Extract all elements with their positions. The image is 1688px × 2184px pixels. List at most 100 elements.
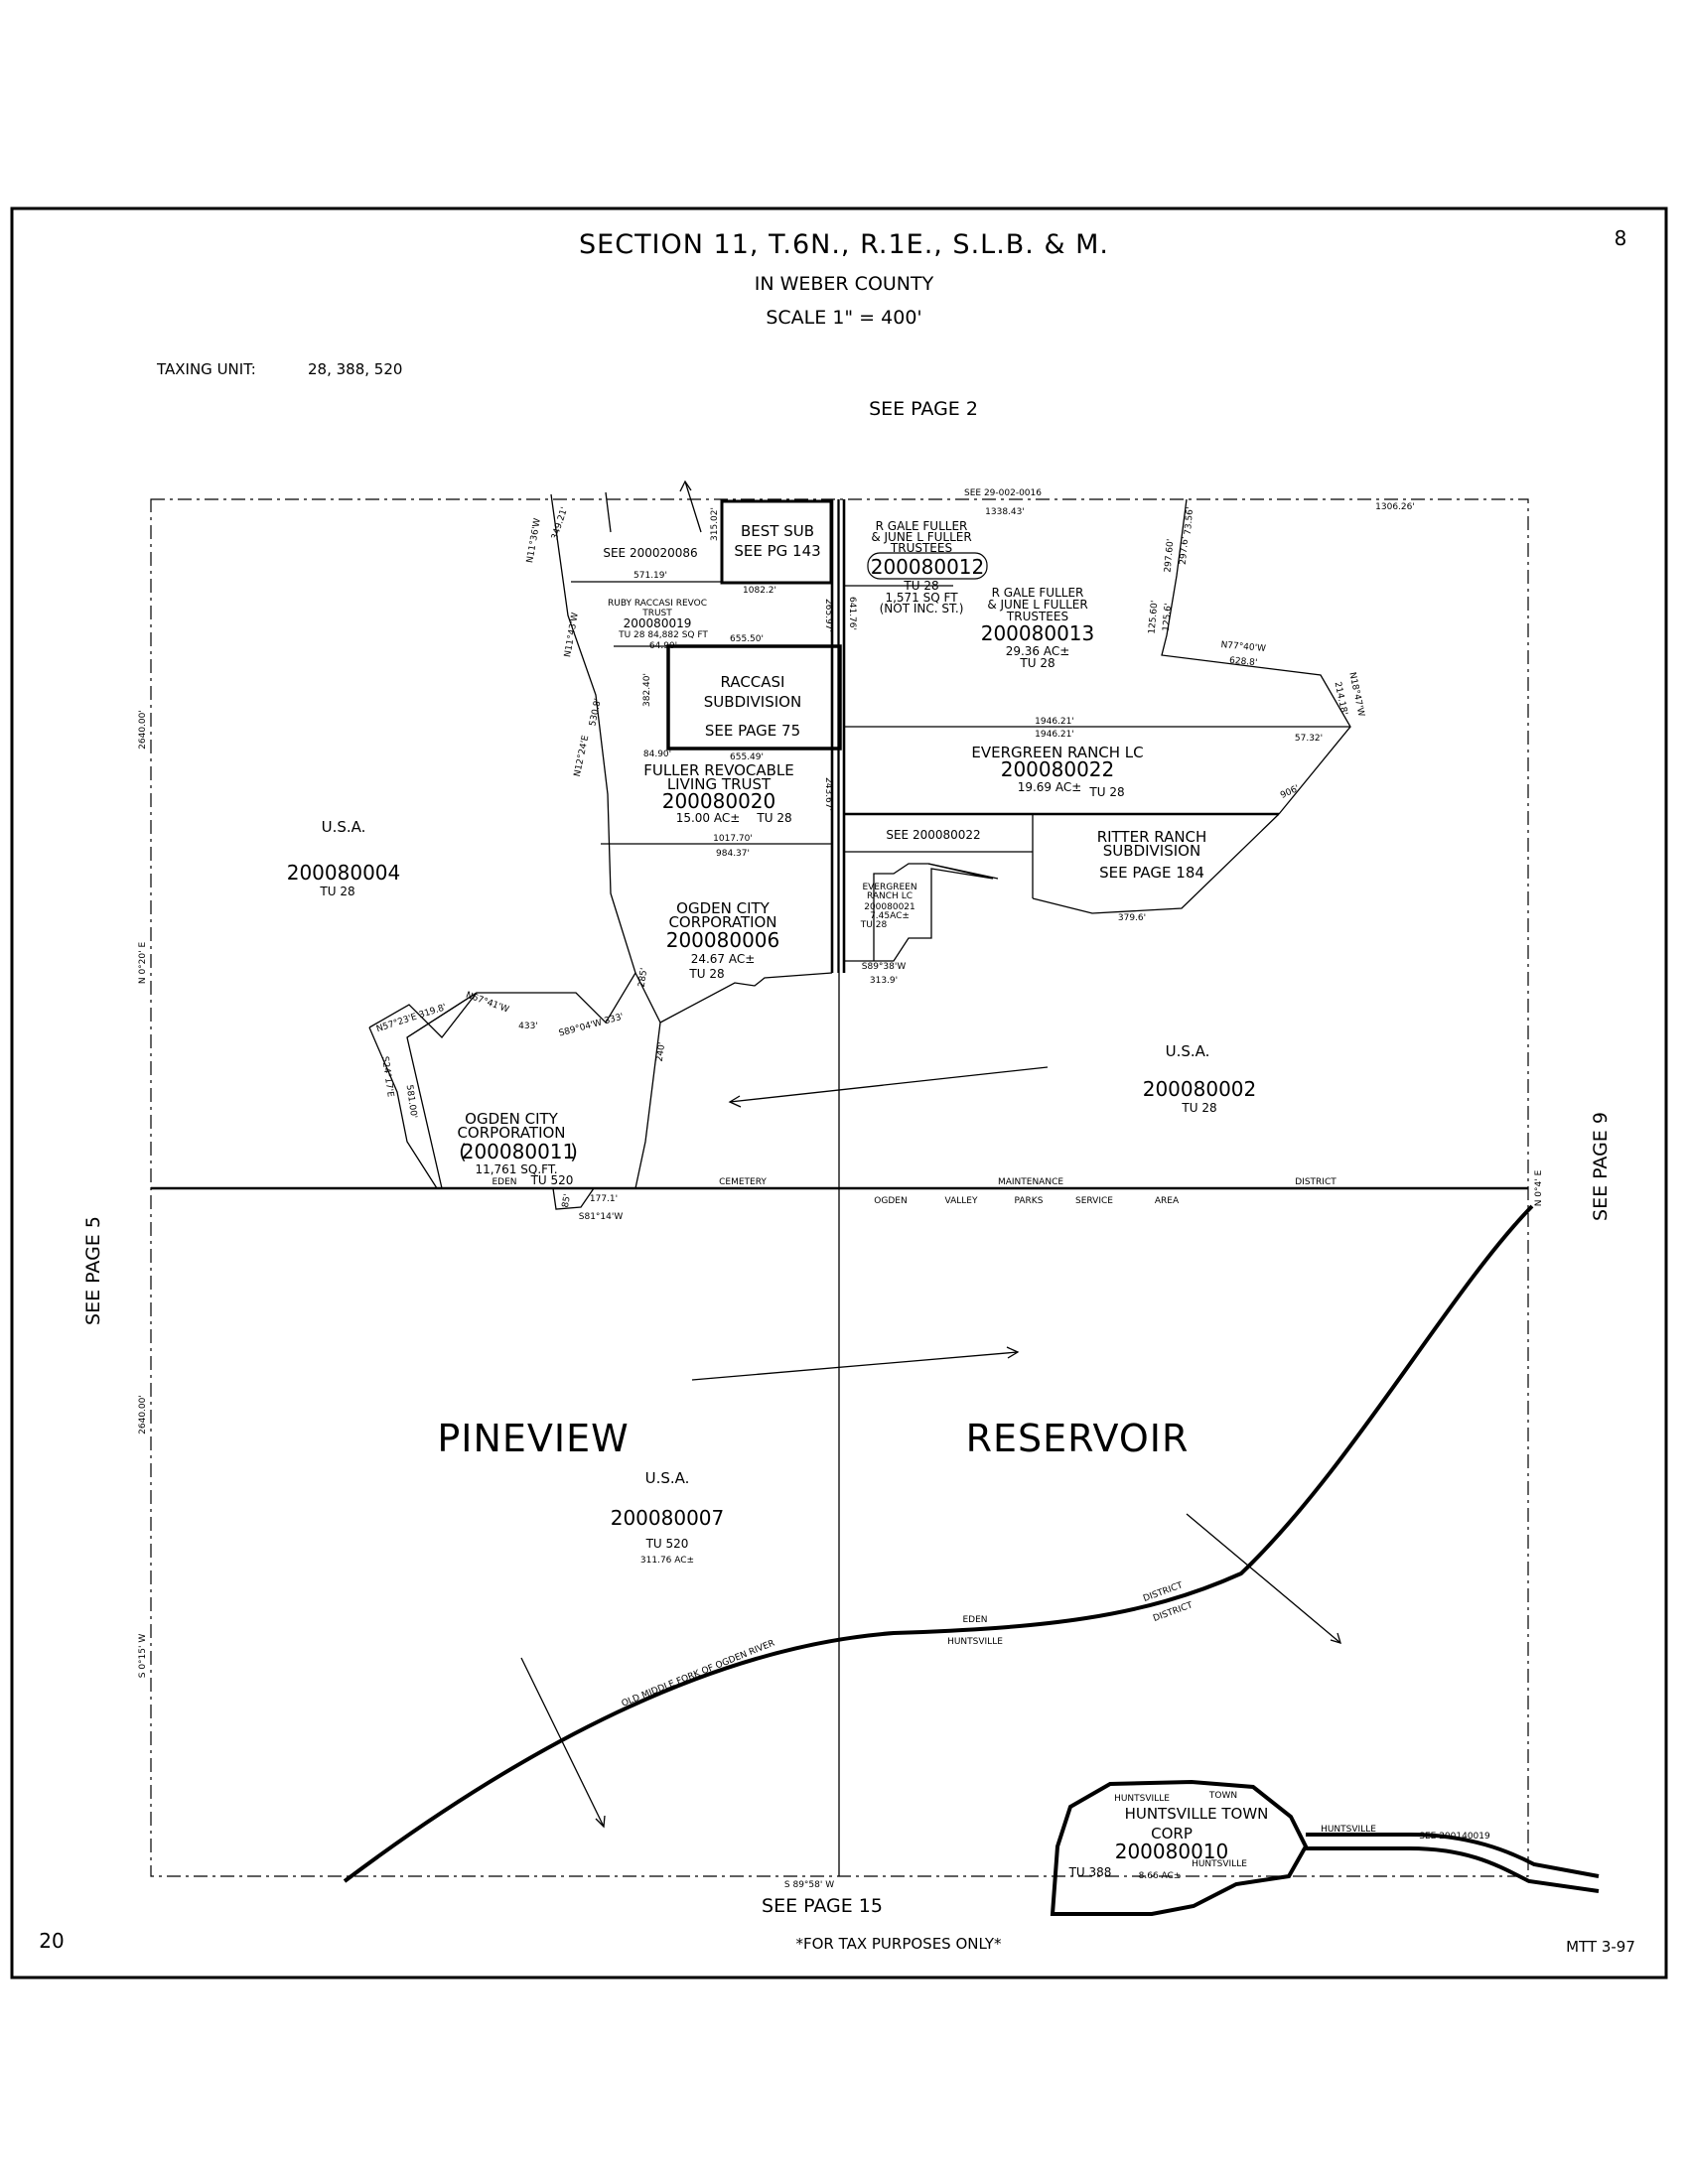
dim-433: 433'	[518, 1022, 538, 1031]
district-maintenance: MAINTENANCE	[998, 1177, 1063, 1187]
raccasi-subdivision-parcel	[666, 644, 842, 751]
evergreen-022-name: EVERGREEN RANCH LC	[971, 744, 1143, 761]
bearing-641: 641.76'	[847, 597, 857, 630]
ritter-line3: SEE PAGE 184	[1099, 864, 1204, 882]
fuller-012-line1: R GALE FULLER	[876, 519, 968, 533]
arrow-north-2-head	[679, 479, 692, 492]
usa-002-tu: TU 28	[1181, 1101, 1216, 1115]
evergreen-021-line	[844, 863, 994, 962]
huntsville-label: HUNTSVILLE	[947, 1637, 1003, 1647]
ogden-011-area: 11,761 SQ.FT.	[475, 1162, 557, 1176]
fuller-012-id-box	[867, 552, 988, 580]
ogden-011-id-close: )	[570, 1140, 578, 1163]
dim-1946b: 1946.21'	[1035, 730, 1074, 740]
best-sub-line1: BEST SUB	[741, 522, 814, 540]
huntsville-road-3	[1409, 1833, 1600, 1878]
raccasi-line1: RACCASI	[721, 673, 785, 691]
ogden-011-line	[552, 1187, 595, 1210]
ogden-006-area: 24.67 AC±	[691, 952, 756, 966]
fuller-013-line1: R GALE FULLER	[992, 586, 1084, 600]
dim-655a: 655.50'	[730, 634, 764, 644]
ogden-006-line	[634, 972, 661, 1189]
dim-382: 382.40'	[642, 673, 652, 707]
ogden-011-line1: OGDEN CITY	[465, 1110, 559, 1128]
fuller-rev-id: 200080020	[662, 789, 776, 813]
old-river-line	[343, 1204, 1534, 1883]
bearing-n7740: N77°40'W	[1220, 640, 1266, 654]
river-label: OLD MIDDLE FORK OF OGDEN RIVER	[621, 1639, 776, 1709]
huntsville-tu: TU 388	[1068, 1865, 1112, 1879]
raccasi-line3: SEE PAGE 75	[705, 722, 800, 740]
fuller-013-line2: & JUNE L FULLER	[987, 598, 1087, 612]
evergreen-021-tu: TU 28	[860, 920, 888, 930]
dim-655b: 655.49'	[730, 752, 764, 762]
west-parcel-south	[368, 1026, 438, 1189]
fuller-012-area: 1,571 SQ FT	[885, 591, 958, 605]
footer-left-page: 20	[39, 1929, 64, 1953]
district-area: AREA	[1155, 1196, 1180, 1206]
evergreen-021-area: 7.45AC±	[870, 911, 910, 921]
see-page-left: SEE PAGE 5	[82, 1216, 104, 1325]
west-lower-dim: 2640.00'	[138, 1395, 148, 1434]
dim-5732: 57.32'	[1295, 734, 1323, 744]
dim-906: 906'	[1279, 784, 1301, 801]
ogden-006-line1: OGDEN CITY	[676, 899, 771, 917]
bearing-265: 265.97'	[823, 599, 833, 632]
west-upper-bearing: N 0°20' E	[138, 942, 148, 985]
bearing-n11736: N11°36'W	[525, 517, 543, 564]
bearing-581: 581.00'	[404, 1084, 419, 1119]
hunts-small-1: HUNTSVILLE	[1114, 1794, 1170, 1804]
dim-240: 240'	[655, 1041, 668, 1062]
dim-1082: 1082.2'	[743, 586, 776, 596]
bearing-243: 243.67'	[823, 777, 833, 811]
fuller-rev-tu: TU 28	[756, 811, 791, 825]
ogden-011-id: 200080011	[462, 1140, 576, 1163]
north-west-dim: 1338.43'	[985, 507, 1025, 517]
bearing-s81: S81°14'W	[579, 1212, 624, 1222]
best-sub-parcel	[720, 499, 833, 585]
ogden-011-district: EDEN	[492, 1177, 516, 1187]
evergreen-021-line2: RANCH LC	[867, 891, 913, 901]
dim-1017: 1017.70'	[713, 834, 753, 844]
taxing-unit-values: 28, 388, 520	[308, 360, 402, 378]
bearing-s8938: S89°38'W	[862, 962, 907, 972]
pineview-label: PINEVIEW	[437, 1417, 629, 1460]
fuller-013-id: 200080013	[981, 621, 1095, 645]
fuller-013-tu: TU 28	[1019, 656, 1055, 670]
bearing-n1143: N11°43'W	[563, 612, 581, 658]
dim-315: 315.02'	[710, 507, 720, 541]
south-bearing: S 89°58' W	[784, 1880, 834, 1890]
evergreen-022-id: 200080022	[1001, 757, 1115, 781]
evergreen-022-area: 19.69 AC±	[1018, 780, 1082, 794]
huntsville-east-label: HUNTSVILLE	[1321, 1825, 1376, 1835]
district-district: DISTRICT	[1295, 1177, 1336, 1187]
dim-313: 313.9'	[870, 976, 898, 986]
usa-007-tu: TU 520	[645, 1537, 689, 1551]
west-parcel-line	[368, 992, 478, 1038]
raccasi-line2: SUBDIVISION	[704, 693, 801, 711]
arrow-north-1	[605, 491, 612, 533]
footer-code: MTT 3-97	[1566, 1938, 1635, 1956]
arrow-se-head	[1330, 1632, 1341, 1644]
north-east-dim: 1306.26'	[1375, 502, 1415, 512]
fuller-012-note: (NOT INC. ST.)	[880, 602, 964, 615]
usa-004-tu: TU 28	[319, 885, 354, 898]
fuller-rev-line2: LIVING TRUST	[667, 775, 772, 793]
bearing-297b: 297.6'	[1179, 536, 1191, 565]
usa-002-name: U.S.A.	[1166, 1042, 1210, 1060]
huntsville-line2: CORP	[1151, 1825, 1193, 1843]
arrow-se	[1186, 1513, 1341, 1644]
huntsville-area: 8.66 AC±	[1139, 1871, 1182, 1881]
bearing-73: 73.56'	[1184, 506, 1196, 535]
usa-007-id: 200080007	[611, 1506, 725, 1530]
huntsville-road-2	[1306, 1846, 1600, 1893]
see-page-top: SEE PAGE 2	[869, 398, 978, 420]
district-cemetery: CEMETERY	[719, 1177, 767, 1187]
bearing-s89: S89°04'W 333'	[558, 1013, 625, 1039]
arrow-ritter	[927, 863, 999, 880]
page-number: 8	[1615, 226, 1627, 250]
dim-285: 285'	[637, 967, 650, 988]
district-service: SERVICE	[1075, 1196, 1113, 1206]
hunts-small-2: HUNTSVILLE	[1192, 1859, 1247, 1869]
district-ogden: OGDEN	[874, 1196, 907, 1206]
